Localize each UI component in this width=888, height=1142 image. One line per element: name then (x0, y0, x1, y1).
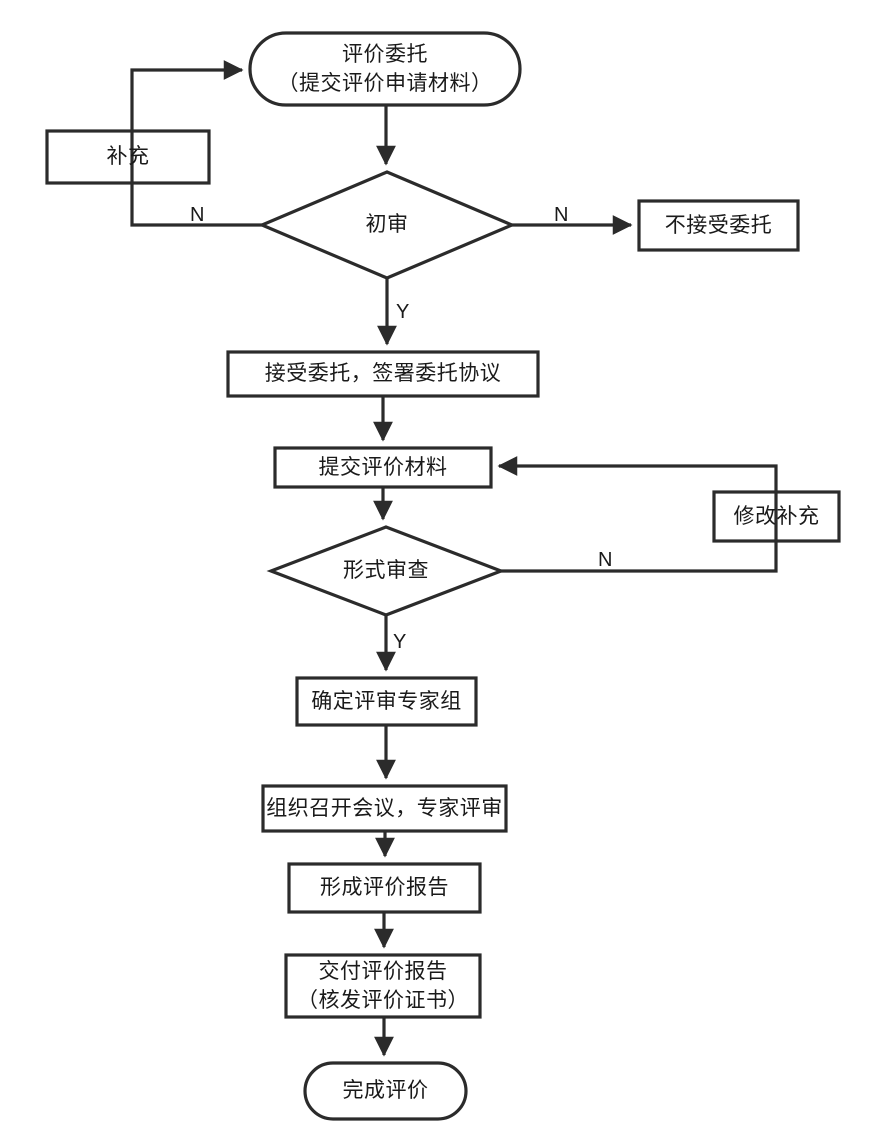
node-shape-reject[interactable] (637, 199, 800, 252)
node-shape-start[interactable] (248, 31, 522, 107)
node-shape-submit-materials[interactable] (273, 446, 493, 489)
node-shape-deliver-report[interactable] (284, 953, 482, 1019)
node-shape-accept-sign[interactable] (226, 350, 540, 398)
node-shape-form-report[interactable] (287, 862, 482, 914)
node-shape-formal-review[interactable] (266, 525, 506, 617)
node-shape-convene-meeting[interactable] (261, 784, 508, 833)
node-shape-preliminary-review[interactable] (257, 170, 517, 280)
node-shape-supplement[interactable] (45, 129, 211, 185)
edge-formal-no-to-revise (497, 456, 778, 573)
node-shape-finish[interactable] (303, 1061, 468, 1121)
edge-preliminary-no-to-supplement (130, 60, 262, 227)
node-shape-expert-panel[interactable] (295, 676, 478, 727)
